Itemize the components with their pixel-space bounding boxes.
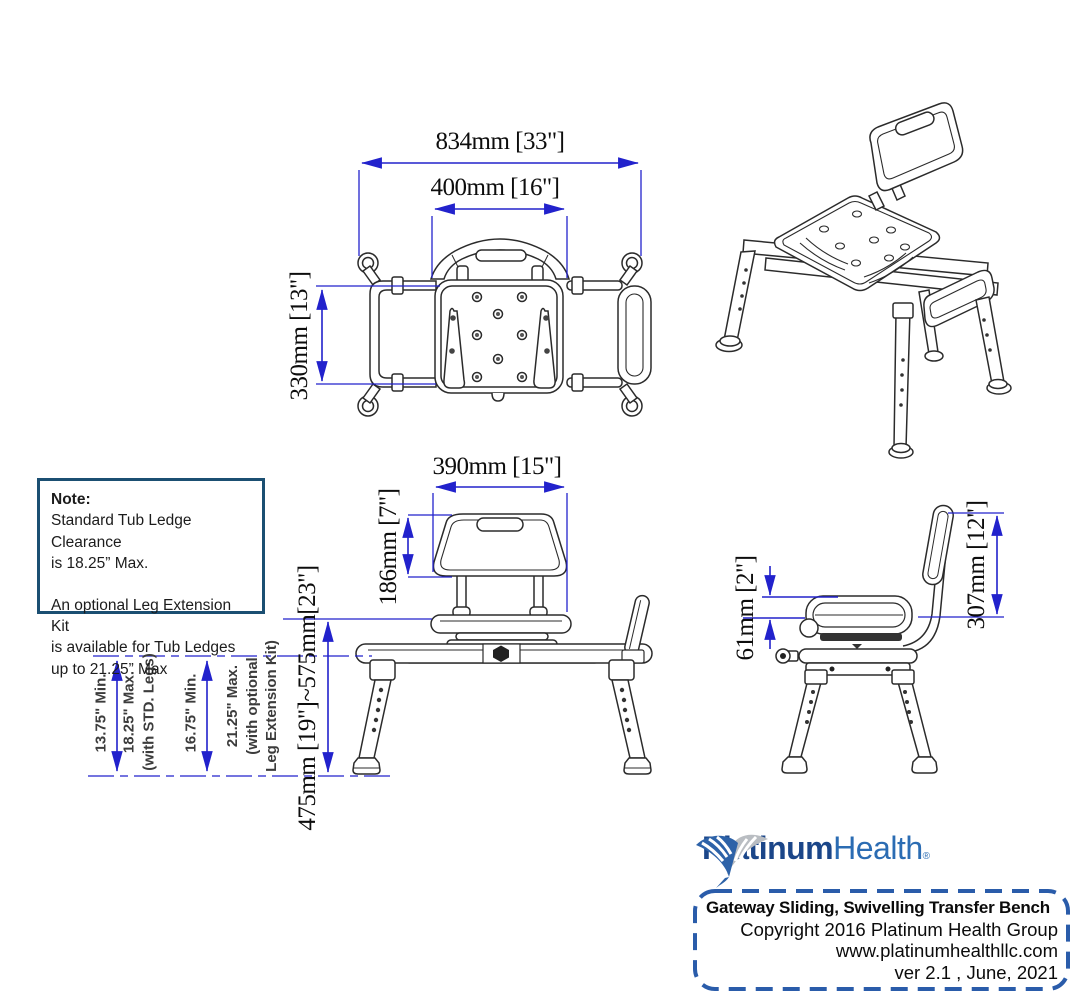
dimension-lines	[88, 157, 1004, 777]
dim-seat-to-rail: 61mm [2"]	[732, 555, 759, 661]
dim-seat-depth: 330mm [13"]	[286, 271, 313, 401]
website-line: www.platinumhealthllc.com	[835, 940, 1058, 961]
dim-seat-height-range: 475mm [19"]~575mm[23"]	[294, 565, 321, 831]
product-info-box: Gateway Sliding, Swivelling Transfer Ben…	[706, 897, 1058, 983]
clearance-ext-min: 16.75" Min.	[182, 673, 200, 753]
front-view-drawing	[352, 513, 653, 775]
platinum-health-logo-icon	[696, 834, 768, 888]
note-title: Note:	[51, 491, 91, 508]
registered-mark: ®	[922, 851, 930, 862]
isometric-view-drawing	[715, 102, 1012, 459]
platinum-health-logo: PlatinumHealth®	[694, 830, 930, 888]
dim-backrest-width-top: 400mm [16"]	[430, 174, 561, 201]
note-line: is 18.25” Max.	[51, 555, 149, 573]
copyright-line: Copyright 2016 Platinum Health Group	[740, 918, 1058, 940]
note-line: An optional Leg Extension Kit	[51, 596, 232, 635]
dim-backrest-height: 186mm [7"]	[375, 488, 402, 606]
logo-health: Health	[833, 830, 923, 866]
dim-backrest-width-front: 390mm [15"]	[432, 453, 563, 480]
note-line: up to 21.25” Max	[51, 660, 168, 678]
clearance-ext-max-note2: Leg Extension Kit)	[262, 640, 280, 772]
note-spacer	[51, 575, 251, 595]
side-view-drawing	[775, 504, 954, 774]
top-view-drawing	[357, 238, 652, 417]
product-name: Gateway Sliding, Swivelling Transfer Ben…	[706, 898, 1050, 917]
clearance-std-min: 13.75" Min.	[92, 673, 110, 753]
note-box: Note: Standard Tub Ledge Clearance is 18…	[37, 478, 265, 678]
note-line: is available for Tub Ledges	[51, 639, 236, 657]
info-box-border	[693, 889, 1070, 991]
dim-seat-to-backrest-top: 307mm [12"]	[963, 500, 990, 630]
version-line: ver 2.1 , June, 2021	[894, 961, 1058, 983]
note-line: Standard Tub Ledge Clearance	[51, 512, 192, 551]
dim-overall-length: 834mm [33"]	[435, 128, 566, 155]
